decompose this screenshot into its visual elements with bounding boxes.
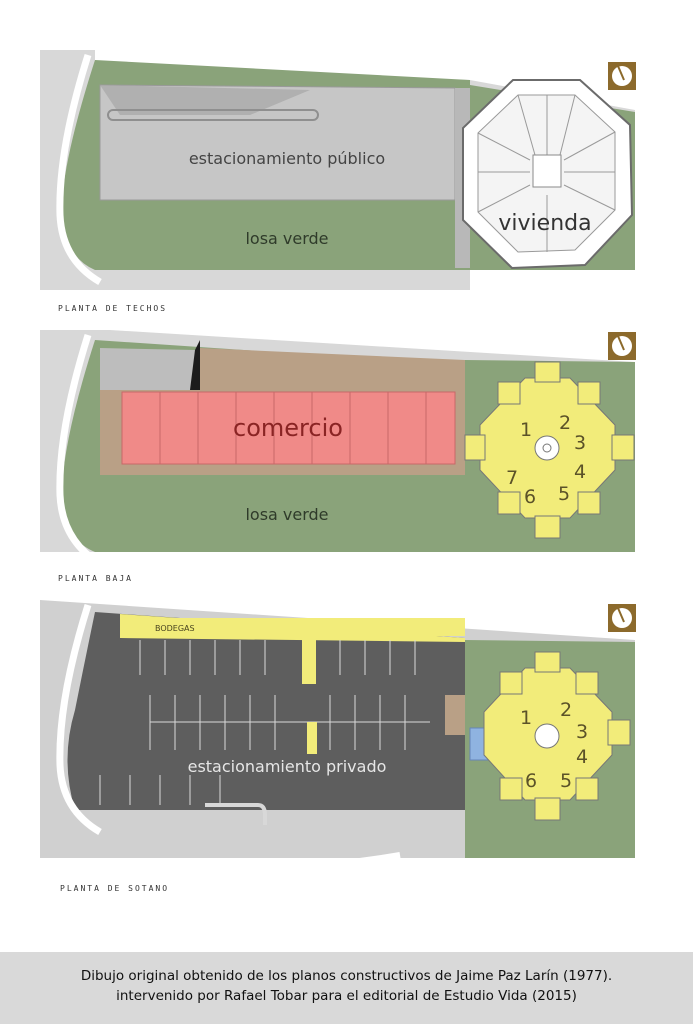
ground-floor-plan: 1 2 3 4 5 6 7 comercio losa verde PLANTA… [0,320,693,600]
private-parking-area [67,612,465,810]
unit-number: 7 [506,467,518,489]
commerce-block [121,391,456,465]
house-label: vivienda [498,211,591,236]
green-roof-label: losa verde [245,505,328,524]
public-parking-label: estacionamiento público [189,149,385,168]
caption-line-2: intervenido por Rafael Tobar para el edi… [116,988,577,1004]
unit-numbers: 1 2 3 4 5 6 7 [506,412,586,508]
caption-line-1: Dibujo original obtenido de los planos c… [80,968,613,984]
unit-number: 5 [558,483,570,505]
unit-number: 2 [559,412,571,434]
image-caption: Dibujo original obtenido de los planos c… [0,952,693,1024]
studio-logo-icon [608,332,636,360]
unit-number: 6 [524,486,536,508]
roof-plan-drawing: estacionamiento público losa verde vivie… [40,50,636,313]
roof-plan: estacionamiento público losa verde vivie… [0,0,693,320]
basement-drawing: 1 2 3 4 5 6 BODEGAS estacionamiento priv… [40,600,636,893]
storage-rooms [120,618,465,636]
lower-road [79,852,401,876]
unit-number: 4 [574,461,586,483]
studio-logo-icon [608,62,636,90]
storage-pillar [307,722,317,754]
ramp-shadow [190,340,200,390]
unit-number: 3 [576,721,588,743]
unit-numbers: 1 2 3 4 5 6 [520,699,588,792]
unit-number: 1 [520,707,532,729]
ground-floor-drawing: 1 2 3 4 5 6 7 comercio losa verde PLANTA… [40,330,636,583]
exit-ramp-curb [205,803,267,825]
unit-number: 3 [574,432,586,454]
access-road [56,603,102,836]
studio-logo-icon [608,604,636,632]
unit-number: 4 [576,746,588,768]
private-parking-label: estacionamiento privado [188,757,387,776]
unit-number: 1 [520,419,532,441]
unit-number: 6 [525,770,537,792]
spiral-stair-icon [534,723,560,749]
storage-label: BODEGAS [155,624,195,633]
unit-number: 2 [560,699,572,721]
parking-curb [107,109,319,121]
roof-skylight [532,154,562,188]
access-road [56,333,102,567]
parking-ramp [100,85,310,115]
spiral-stair-icon [534,435,560,461]
plan-title-basement: PLANTA DE SOTANO [60,884,169,893]
parking-stall-lines [99,640,430,805]
access-road [56,53,102,286]
ramp-area [100,348,195,390]
house-wings [499,651,631,821]
roof-ridges [477,94,616,252]
plan-title-ground: PLANTA BAJA [58,574,133,583]
unit-number: 5 [560,770,572,792]
commerce-label: comercio [233,414,343,442]
house-wings [464,361,635,539]
stair-core [445,695,467,735]
plan-title-roof: PLANTA DE TECHOS [58,304,167,313]
storage-connector [302,636,316,684]
commerce-partitions [159,392,427,464]
basement-plan: 1 2 3 4 5 6 BODEGAS estacionamiento priv… [0,600,693,900]
green-roof-label: losa verde [245,229,328,248]
